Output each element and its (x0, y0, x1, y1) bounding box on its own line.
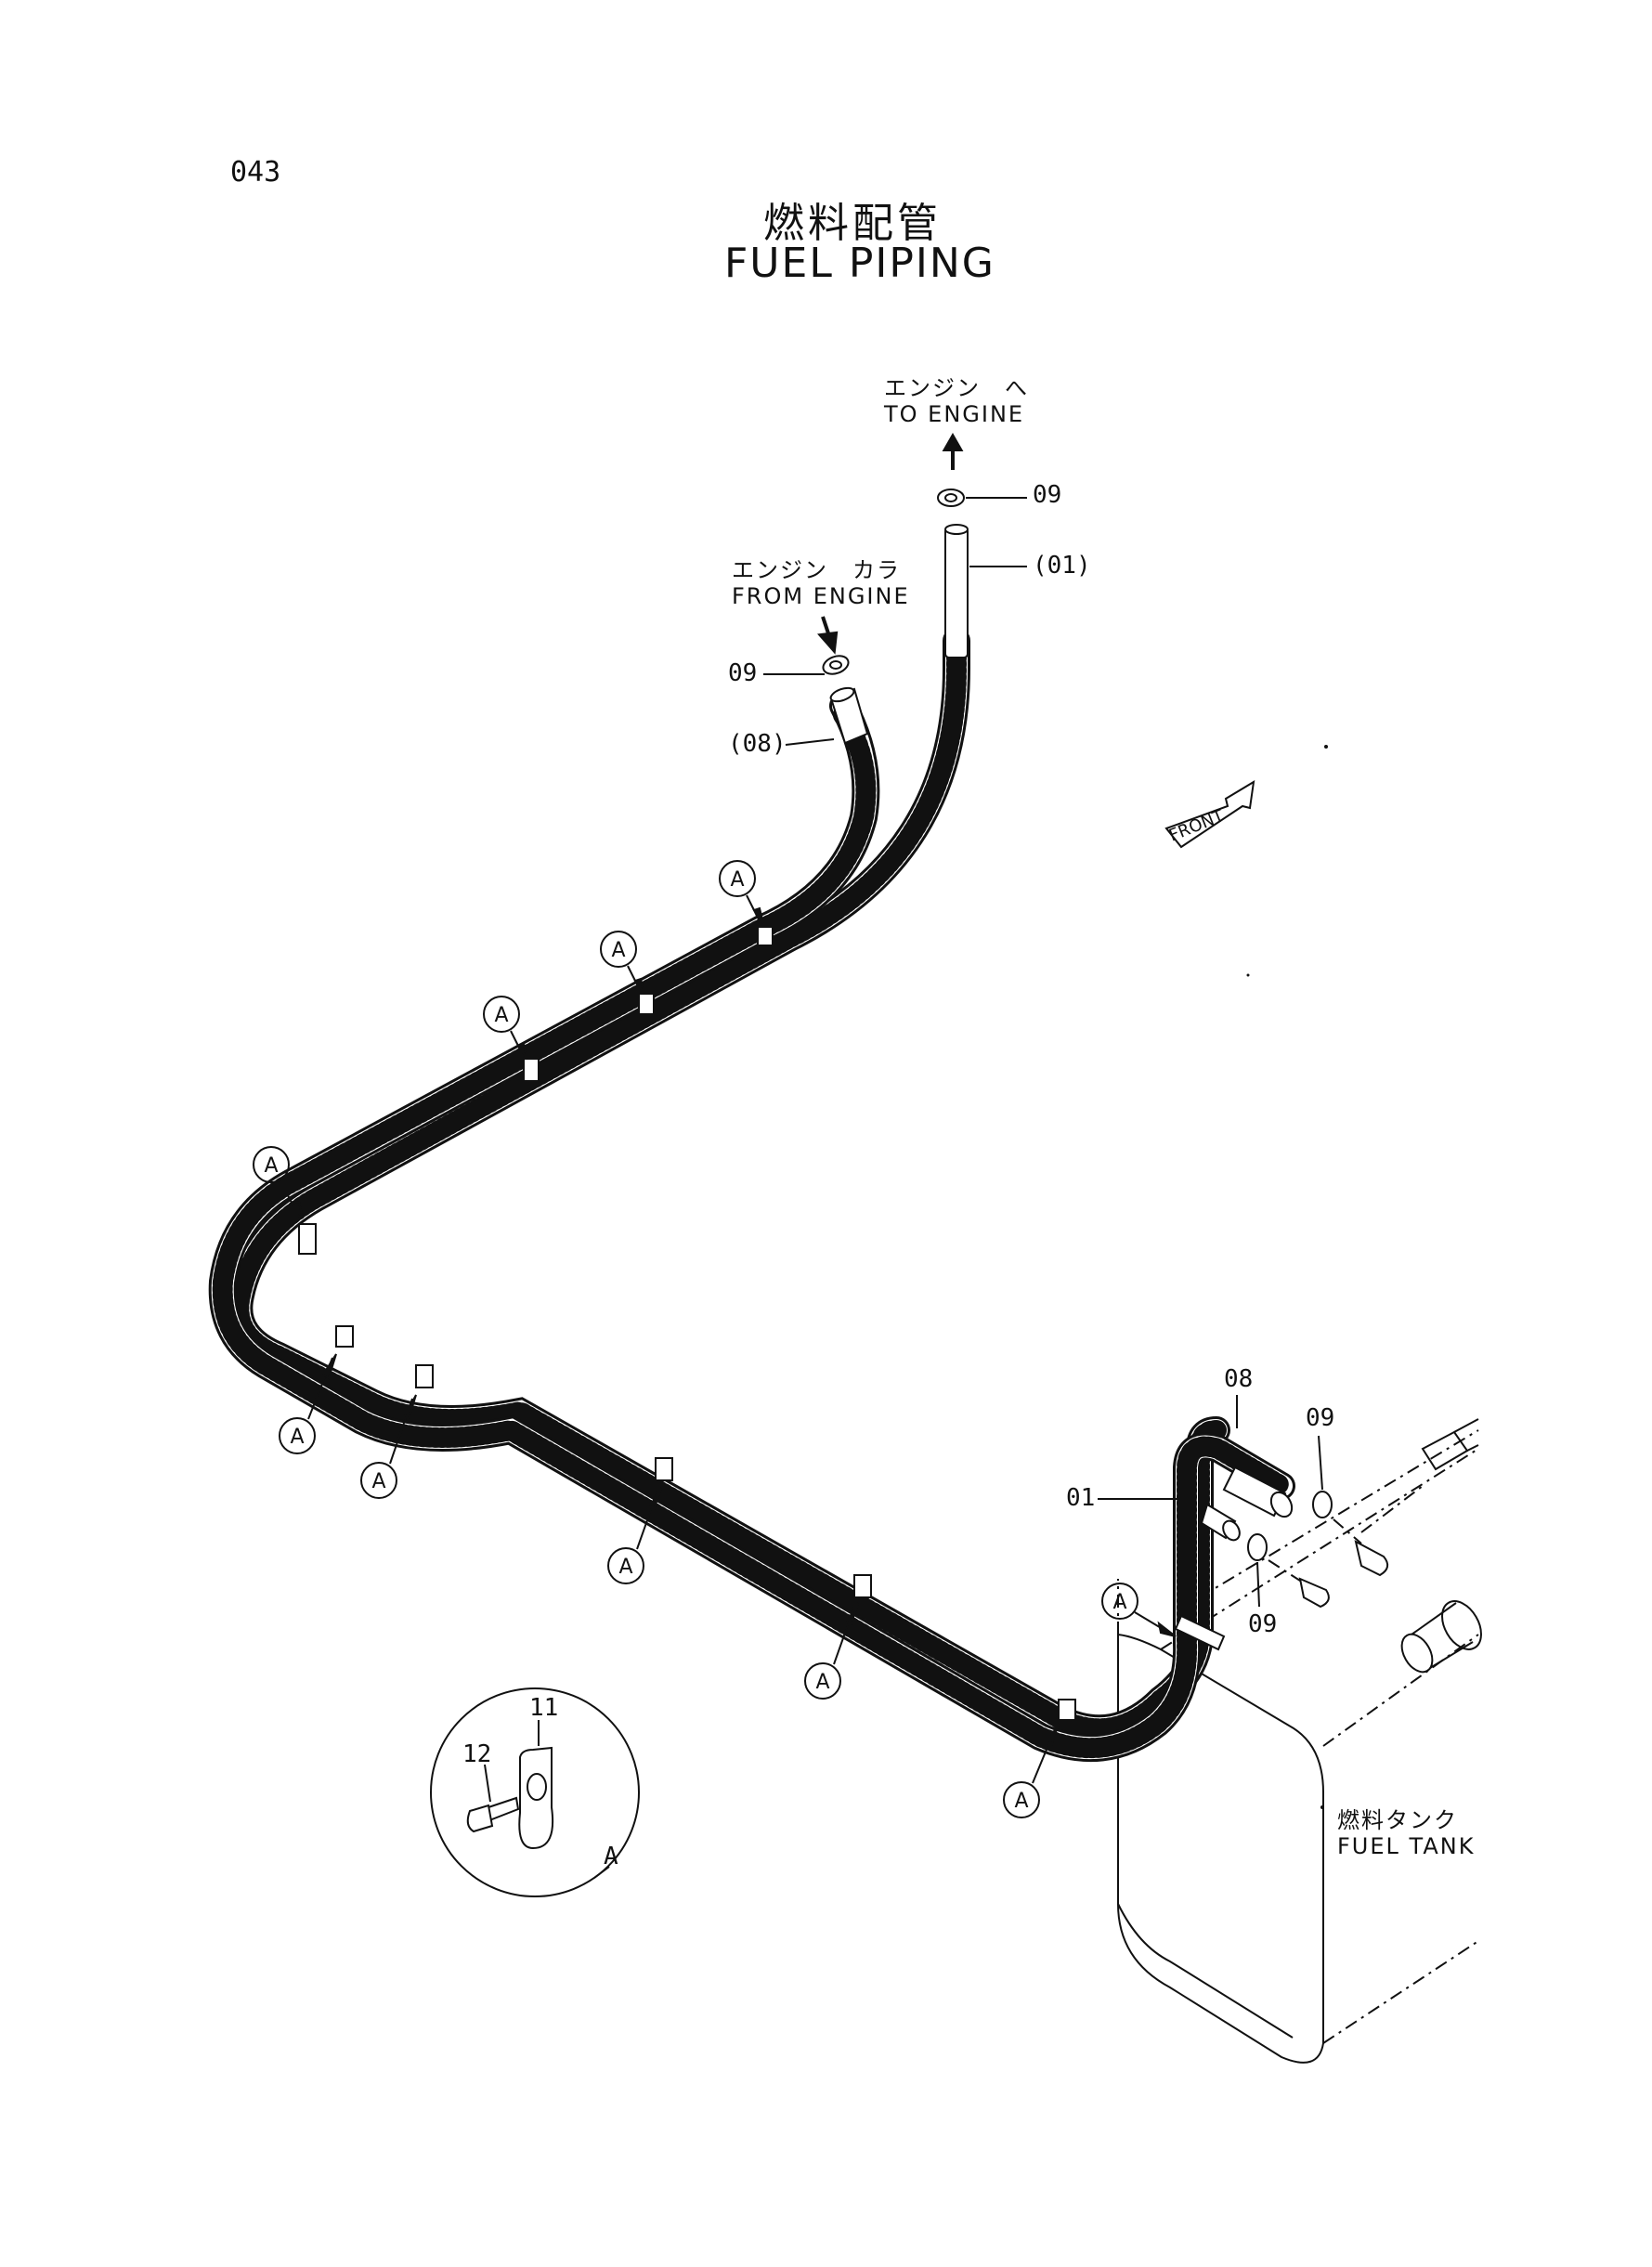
clamp-marker-letter: A (618, 1556, 632, 1579)
fuel-tank-label-en: FUEL TANK (1337, 1833, 1476, 1859)
hose-ends-tank (1200, 1466, 1294, 1542)
fuel-tank-label-jp: 燃料タンク (1337, 1807, 1458, 1833)
clamp-marker-letter: A (290, 1426, 304, 1449)
clamp-marker-letter: A (1112, 1591, 1126, 1614)
pipe-01-end (944, 524, 969, 658)
clamp-marker-letter: A (371, 1470, 385, 1493)
hose-clamp-09-left (822, 655, 850, 675)
callout-09-right-bottom: 09 (1248, 1610, 1278, 1638)
clamp-marker-letter: A (815, 1671, 829, 1694)
hose-stub-right (1298, 1540, 1389, 1609)
clamp-marker (1101, 1583, 1138, 1620)
hose-clamps (298, 926, 1226, 1721)
callout-08: 08 (1224, 1365, 1254, 1393)
fuel-tank-outline (1117, 1418, 1482, 2064)
to-engine-label-jp: エンジン へ (884, 375, 1029, 401)
dash-lines-right (1268, 1485, 1424, 1582)
pipe-08-end (829, 686, 869, 745)
detail-a (430, 1687, 640, 1897)
front-arrow: FRONT (1164, 780, 1255, 849)
hose-clamp-09-right (1247, 1491, 1333, 1561)
clamp-marker (600, 931, 637, 968)
clamp-marker-letter: A (730, 868, 744, 892)
fuel-hose-08 (208, 692, 1295, 1763)
clamp-marker-letter: A (264, 1154, 278, 1178)
scan-dots (1246, 745, 1328, 977)
clamp-marker (607, 1547, 644, 1584)
callout-09-left: 09 (728, 659, 758, 687)
to-engine-arrow (942, 432, 964, 470)
to-engine-label-en: TO ENGINE (884, 401, 1025, 427)
page-title-jp: 燃料配管 (763, 200, 942, 247)
fuel-tank-leader (1320, 1805, 1324, 1809)
from-engine-label-en: FROM ENGINE (732, 583, 910, 609)
clamp-marker-letter: A (494, 1004, 508, 1027)
clamp-marker (719, 860, 756, 897)
callout-11: 11 (529, 1694, 559, 1722)
callout-09-top: 09 (1033, 481, 1062, 509)
callout-12: 12 (462, 1740, 492, 1768)
clamp-marker (360, 1462, 397, 1499)
clamp-marker (483, 996, 520, 1033)
from-engine-arrow (817, 616, 839, 655)
clamp-marker (253, 1146, 290, 1183)
clamp-marker-letter: A (611, 939, 625, 962)
page-title-en: FUEL PIPING (724, 240, 995, 287)
hose-clamp-09-top (937, 489, 965, 507)
clamp-markers (253, 860, 1177, 1818)
detail-a-label: A (604, 1843, 618, 1870)
callout-08-ref: (08) (728, 730, 787, 758)
page-number: 043 (230, 156, 281, 189)
clamp-marker (1003, 1781, 1040, 1818)
callout-09-right-top: 09 (1306, 1404, 1335, 1432)
clamp-marker (279, 1417, 316, 1454)
from-engine-label-jp: エンジン カラ (732, 557, 901, 583)
callout-01: 01 (1066, 1484, 1096, 1512)
leader-lines (763, 497, 1323, 1608)
clamp-marker-letters: A A A A A A A A A A (264, 868, 1126, 1813)
clamp-marker-letter: A (1014, 1790, 1028, 1813)
clamp-marker (804, 1662, 841, 1700)
front-arrow-label: FRONT (1166, 806, 1228, 846)
callout-01-ref: (01) (1033, 552, 1091, 580)
